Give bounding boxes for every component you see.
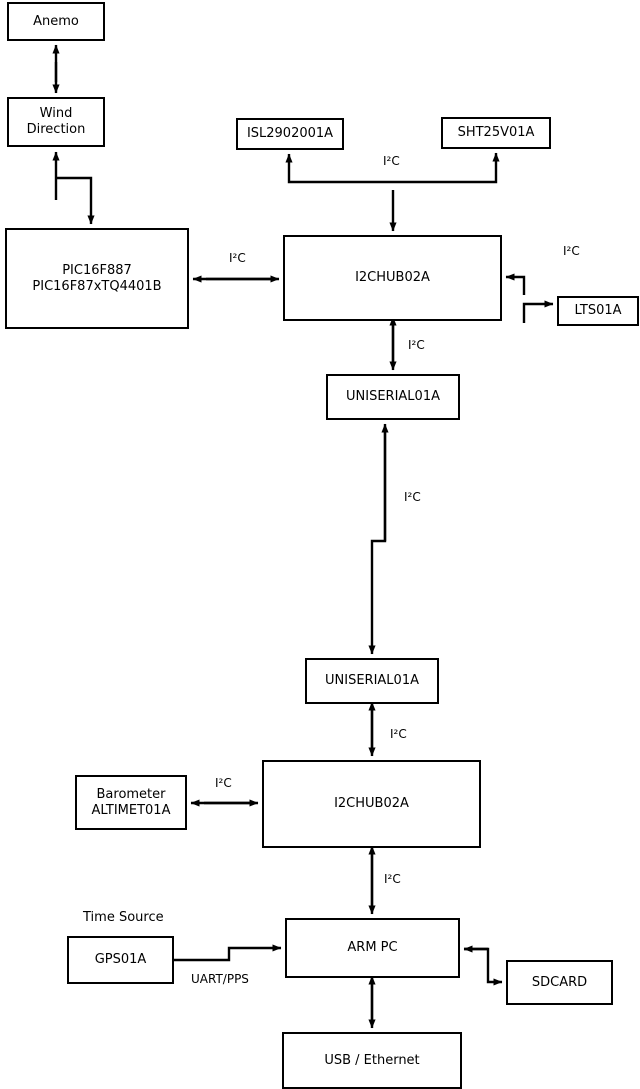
node-i2chub02a-top-label: I2CHUB02A: [355, 270, 430, 286]
edge-label-i2c-lts: I²C: [563, 244, 580, 258]
node-barometer-altimet01a-label: Barometer ALTIMET01A: [91, 786, 171, 818]
wire-lts-out: [505, 273, 526, 295]
wire-uni-uni-down: [368, 430, 387, 655]
wire-hub-isl: [285, 153, 393, 184]
node-wind-direction-label: Wind Direction: [26, 106, 86, 137]
wire-lts-in: [522, 300, 554, 323]
node-usb-ethernet[interactable]: USB / Ethernet: [282, 1032, 462, 1089]
node-anemo-label: Anemo: [33, 13, 79, 29]
edge-label-i2c-sensor-bus: I²C: [383, 154, 400, 168]
wire-wind-down: [56, 176, 95, 225]
wire-gps-arm: [174, 944, 282, 962]
node-anemo[interactable]: Anemo: [7, 2, 105, 41]
node-usb-ethernet-label: USB / Ethernet: [324, 1052, 420, 1068]
node-uniserial01a-top[interactable]: UNISERIAL01A: [326, 374, 460, 420]
node-uniserial01a-top-label: UNISERIAL01A: [346, 389, 440, 405]
node-arm-pc-label: ARM PC: [347, 940, 398, 956]
edge-label-i2c-uniserial-hub-bottom: I²C: [390, 727, 407, 741]
node-sht25v01a-label: SHT25V01A: [457, 125, 535, 141]
node-sdcard[interactable]: SDCARD: [506, 960, 613, 1005]
edge-label-i2c-barometer-hub: I²C: [215, 776, 232, 790]
node-uniserial01a-bottom[interactable]: UNISERIAL01A: [305, 658, 439, 704]
edge-label-i2c-hub-armpc: I²C: [384, 872, 401, 886]
node-isl2902001a[interactable]: ISL2902001A: [236, 118, 344, 150]
node-sdcard-label: SDCARD: [531, 974, 588, 990]
node-uniserial01a-bottom-label: UNISERIAL01A: [325, 673, 419, 689]
edge-label-i2c-uniserial-link: I²C: [404, 490, 421, 504]
edge-label-i2c-hub-uniserial: I²C: [408, 338, 425, 352]
edge-label-i2c-pic-hub: I²C: [229, 251, 246, 265]
node-lts01a[interactable]: LTS01A: [557, 296, 639, 326]
wire-hub-sht: [393, 152, 500, 184]
label-time-source: Time Source: [83, 910, 164, 925]
node-pic-microcontroller[interactable]: PIC16F887 PIC16F87xTQ4401B: [5, 228, 189, 329]
node-isl2902001a-label: ISL2902001A: [246, 126, 334, 142]
node-wind-direction[interactable]: Wind Direction: [7, 97, 105, 147]
wire-arm-sdcard-out: [464, 947, 503, 986]
node-arm-pc[interactable]: ARM PC: [285, 918, 460, 978]
node-gps01a[interactable]: GPS01A: [67, 936, 174, 984]
node-pic-microcontroller-label: PIC16F887 PIC16F87xTQ4401B: [32, 262, 162, 294]
node-i2chub02a-top[interactable]: I2CHUB02A: [283, 235, 502, 321]
node-i2chub02a-bottom[interactable]: I2CHUB02A: [262, 760, 481, 848]
node-sht25v01a[interactable]: SHT25V01A: [441, 117, 551, 149]
node-lts01a-label: LTS01A: [574, 303, 622, 319]
node-i2chub02a-bottom-label: I2CHUB02A: [334, 796, 409, 812]
node-gps01a-label: GPS01A: [94, 952, 147, 968]
edge-label-uart-pps: UART/PPS: [191, 972, 249, 986]
node-barometer-altimet01a[interactable]: Barometer ALTIMET01A: [75, 775, 187, 830]
